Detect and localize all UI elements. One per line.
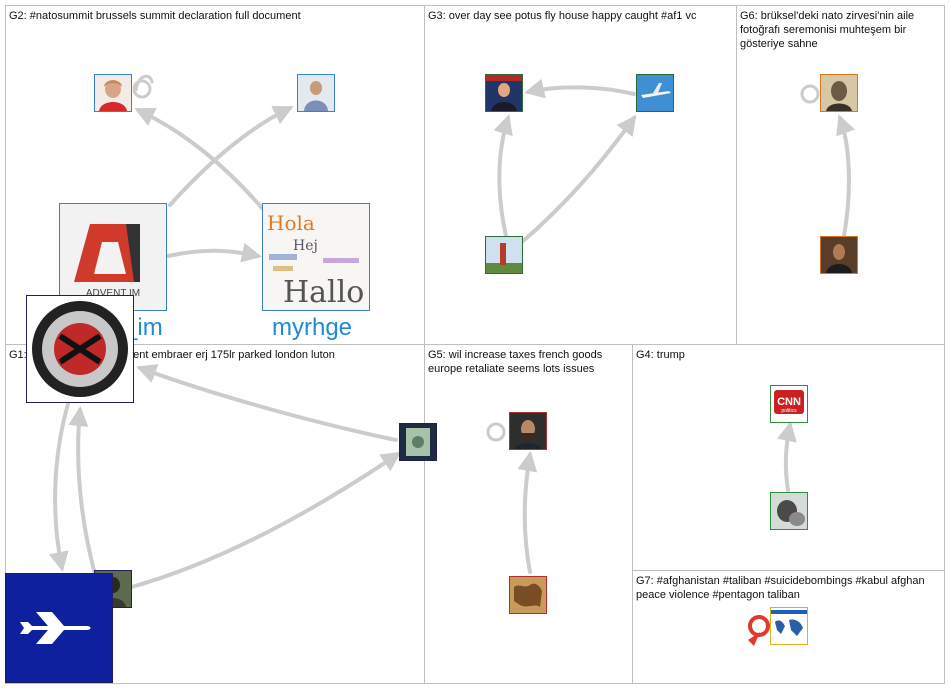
- avatar-man-icon: [298, 75, 334, 111]
- self-loop: [132, 79, 152, 99]
- vertex-user-woman[interactable]: [94, 74, 132, 112]
- word-cloud-icon: Hola Hej Hallo: [263, 204, 369, 310]
- self-loop: [486, 422, 506, 442]
- vertex-embraer[interactable]: [5, 573, 113, 683]
- avatar-portrait-icon: [821, 75, 857, 111]
- avatar-president-icon: [486, 75, 522, 111]
- avatar-cat-icon: [771, 493, 807, 529]
- cnn-logo-icon: CNN politics: [771, 386, 807, 422]
- cloud-word: Hej: [293, 238, 318, 254]
- edge: [126, 451, 402, 590]
- edge: [48, 402, 70, 572]
- edge: [68, 406, 98, 580]
- edge: [493, 114, 513, 238]
- vertex-emblem[interactable]: [26, 295, 134, 403]
- group-panel-g3: G3: over day see potus fly house happy c…: [424, 5, 737, 345]
- vertex-user-bearded[interactable]: [509, 412, 547, 450]
- vertex-user-portrait[interactable]: [820, 74, 858, 112]
- edge: [136, 364, 398, 442]
- edge: [836, 114, 855, 238]
- avatar-young-man-icon: [821, 237, 857, 273]
- group-label: G6: brüksel'deki nato zirvesi'nin aile f…: [740, 10, 915, 50]
- edge: [520, 114, 637, 244]
- vertex-user-worldmap[interactable]: [770, 607, 808, 645]
- edge: [168, 105, 294, 207]
- cloud-word: Hallo: [283, 275, 364, 310]
- vertex-myrhge[interactable]: Hola Hej Hallo: [262, 203, 370, 311]
- avatar-bearded-icon: [510, 413, 546, 449]
- vertex-advent-im[interactable]: ADVENT IM: [59, 203, 167, 311]
- vertex-user-landscape[interactable]: [485, 236, 523, 274]
- vertex-user-president[interactable]: [485, 74, 523, 112]
- group-label: G2: #natosummit brussels summit declarat…: [9, 10, 301, 22]
- group-label: G4: trump: [636, 349, 685, 361]
- vertex-user-cat[interactable]: [770, 492, 808, 530]
- group-label: G7: #afghanistan #taliban #suicidebombin…: [636, 575, 925, 601]
- vertex-user-note[interactable]: [399, 423, 437, 461]
- self-loop-arrow: [748, 632, 760, 646]
- map-photo-icon: [510, 577, 546, 613]
- vertex-user-airplane[interactable]: [636, 74, 674, 112]
- vertex-label-myrhge: myrhge: [272, 314, 353, 341]
- group-label: G3: over day see potus fly house happy c…: [428, 10, 697, 22]
- vertex-user-man[interactable]: [297, 74, 335, 112]
- advent-logo-icon: [60, 204, 166, 310]
- group-panel-g6: G6: brüksel'deki nato zirvesi'nin aile f…: [736, 5, 945, 345]
- world-map-icon: [771, 608, 807, 644]
- avatar-woman-icon: [95, 75, 131, 111]
- cloud-word: Hola: [267, 211, 315, 235]
- vertex-cnn-politics[interactable]: CNN politics: [770, 385, 808, 423]
- embraer-logo-icon: [6, 574, 112, 682]
- group-label: G5: wil increase taxes french goods euro…: [428, 349, 603, 375]
- vertex-user-map[interactable]: [509, 576, 547, 614]
- cnn-brand-text: CNN: [777, 396, 801, 408]
- emblem-icon: [32, 301, 128, 397]
- advent-logo-text: ADVENT IM: [85, 288, 141, 299]
- edge: [777, 421, 797, 492]
- self-loop: [800, 84, 820, 104]
- edge: [166, 242, 262, 263]
- vertex-user-young-man[interactable]: [820, 236, 858, 274]
- self-loop: [748, 615, 770, 637]
- edge: [134, 74, 154, 92]
- edge: [134, 107, 264, 210]
- cnn-sub-text: politics: [781, 408, 797, 414]
- group-panel-g5: G5: wil increase taxes french goods euro…: [424, 344, 633, 684]
- edge: [524, 78, 636, 99]
- group-panel-g7: G7: #afghanistan #taliban #suicidebombin…: [632, 570, 945, 684]
- airplane-photo-icon: [637, 75, 673, 111]
- banknote-icon: [400, 424, 436, 460]
- edge: [517, 451, 538, 574]
- landscape-photo-icon: [486, 237, 522, 273]
